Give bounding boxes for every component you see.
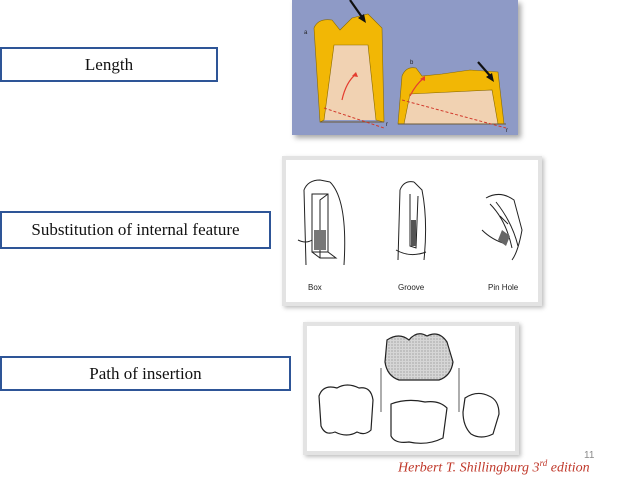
label-path-text: Path of insertion bbox=[89, 363, 202, 383]
label-a: a bbox=[304, 30, 308, 36]
label-r-right: r bbox=[506, 128, 508, 134]
short-tooth-core bbox=[404, 90, 498, 124]
citation-superscript: rd bbox=[539, 458, 548, 468]
citation-main: Herbert T. Shillingburg 3 bbox=[398, 460, 540, 476]
citation-tail: edition bbox=[547, 460, 590, 476]
caption-groove: Groove bbox=[398, 283, 425, 292]
figure-internal-svg: Box Groove Pin Hole bbox=[297, 179, 523, 292]
figure-path-svg bbox=[318, 333, 500, 444]
label-b: b bbox=[410, 60, 414, 66]
tall-rotation-line bbox=[323, 107, 385, 129]
short-crown bbox=[397, 67, 505, 125]
figure-internal-features: Box Groove Pin Hole bbox=[282, 156, 542, 306]
label-path-of-insertion: Path of insertion bbox=[0, 356, 291, 391]
short-rotation-line bbox=[401, 99, 507, 129]
pin-hole-drawing bbox=[481, 194, 523, 261]
figure-length-svg: a r b r bbox=[304, 0, 508, 134]
label-substitution-text: Substitution of internal feature bbox=[31, 220, 240, 239]
label-r-left: r bbox=[386, 122, 388, 128]
box-drawing bbox=[297, 179, 346, 266]
label-length: Length bbox=[0, 47, 218, 82]
label-length-text: Length bbox=[84, 54, 134, 74]
left-molar bbox=[318, 384, 374, 436]
right-premolar bbox=[462, 392, 500, 438]
figure-path-of-insertion bbox=[303, 322, 519, 455]
short-arrowhead bbox=[420, 76, 425, 81]
caption-box: Box bbox=[308, 283, 322, 292]
pin-hole-fill bbox=[498, 230, 510, 246]
short-force-arrowhead bbox=[486, 73, 494, 82]
groove-shadow-fill bbox=[411, 220, 416, 246]
tall-tooth-core bbox=[324, 45, 376, 120]
page-number: 11 bbox=[584, 450, 595, 461]
bridge-crown bbox=[384, 333, 454, 381]
figure-length-illustration: a r b r bbox=[292, 0, 518, 135]
caption-pin-hole: Pin Hole bbox=[488, 283, 519, 292]
box-shadow-fill bbox=[314, 230, 326, 250]
label-substitution: Substitution of internal feature bbox=[0, 211, 271, 249]
groove-drawing bbox=[395, 181, 427, 261]
middle-tooth bbox=[390, 399, 448, 444]
tall-arrowhead bbox=[352, 72, 358, 77]
citation: Herbert T. Shillingburg 3rd edition bbox=[398, 458, 590, 477]
tall-force-arrowhead bbox=[358, 14, 366, 23]
tall-crown bbox=[313, 13, 385, 123]
